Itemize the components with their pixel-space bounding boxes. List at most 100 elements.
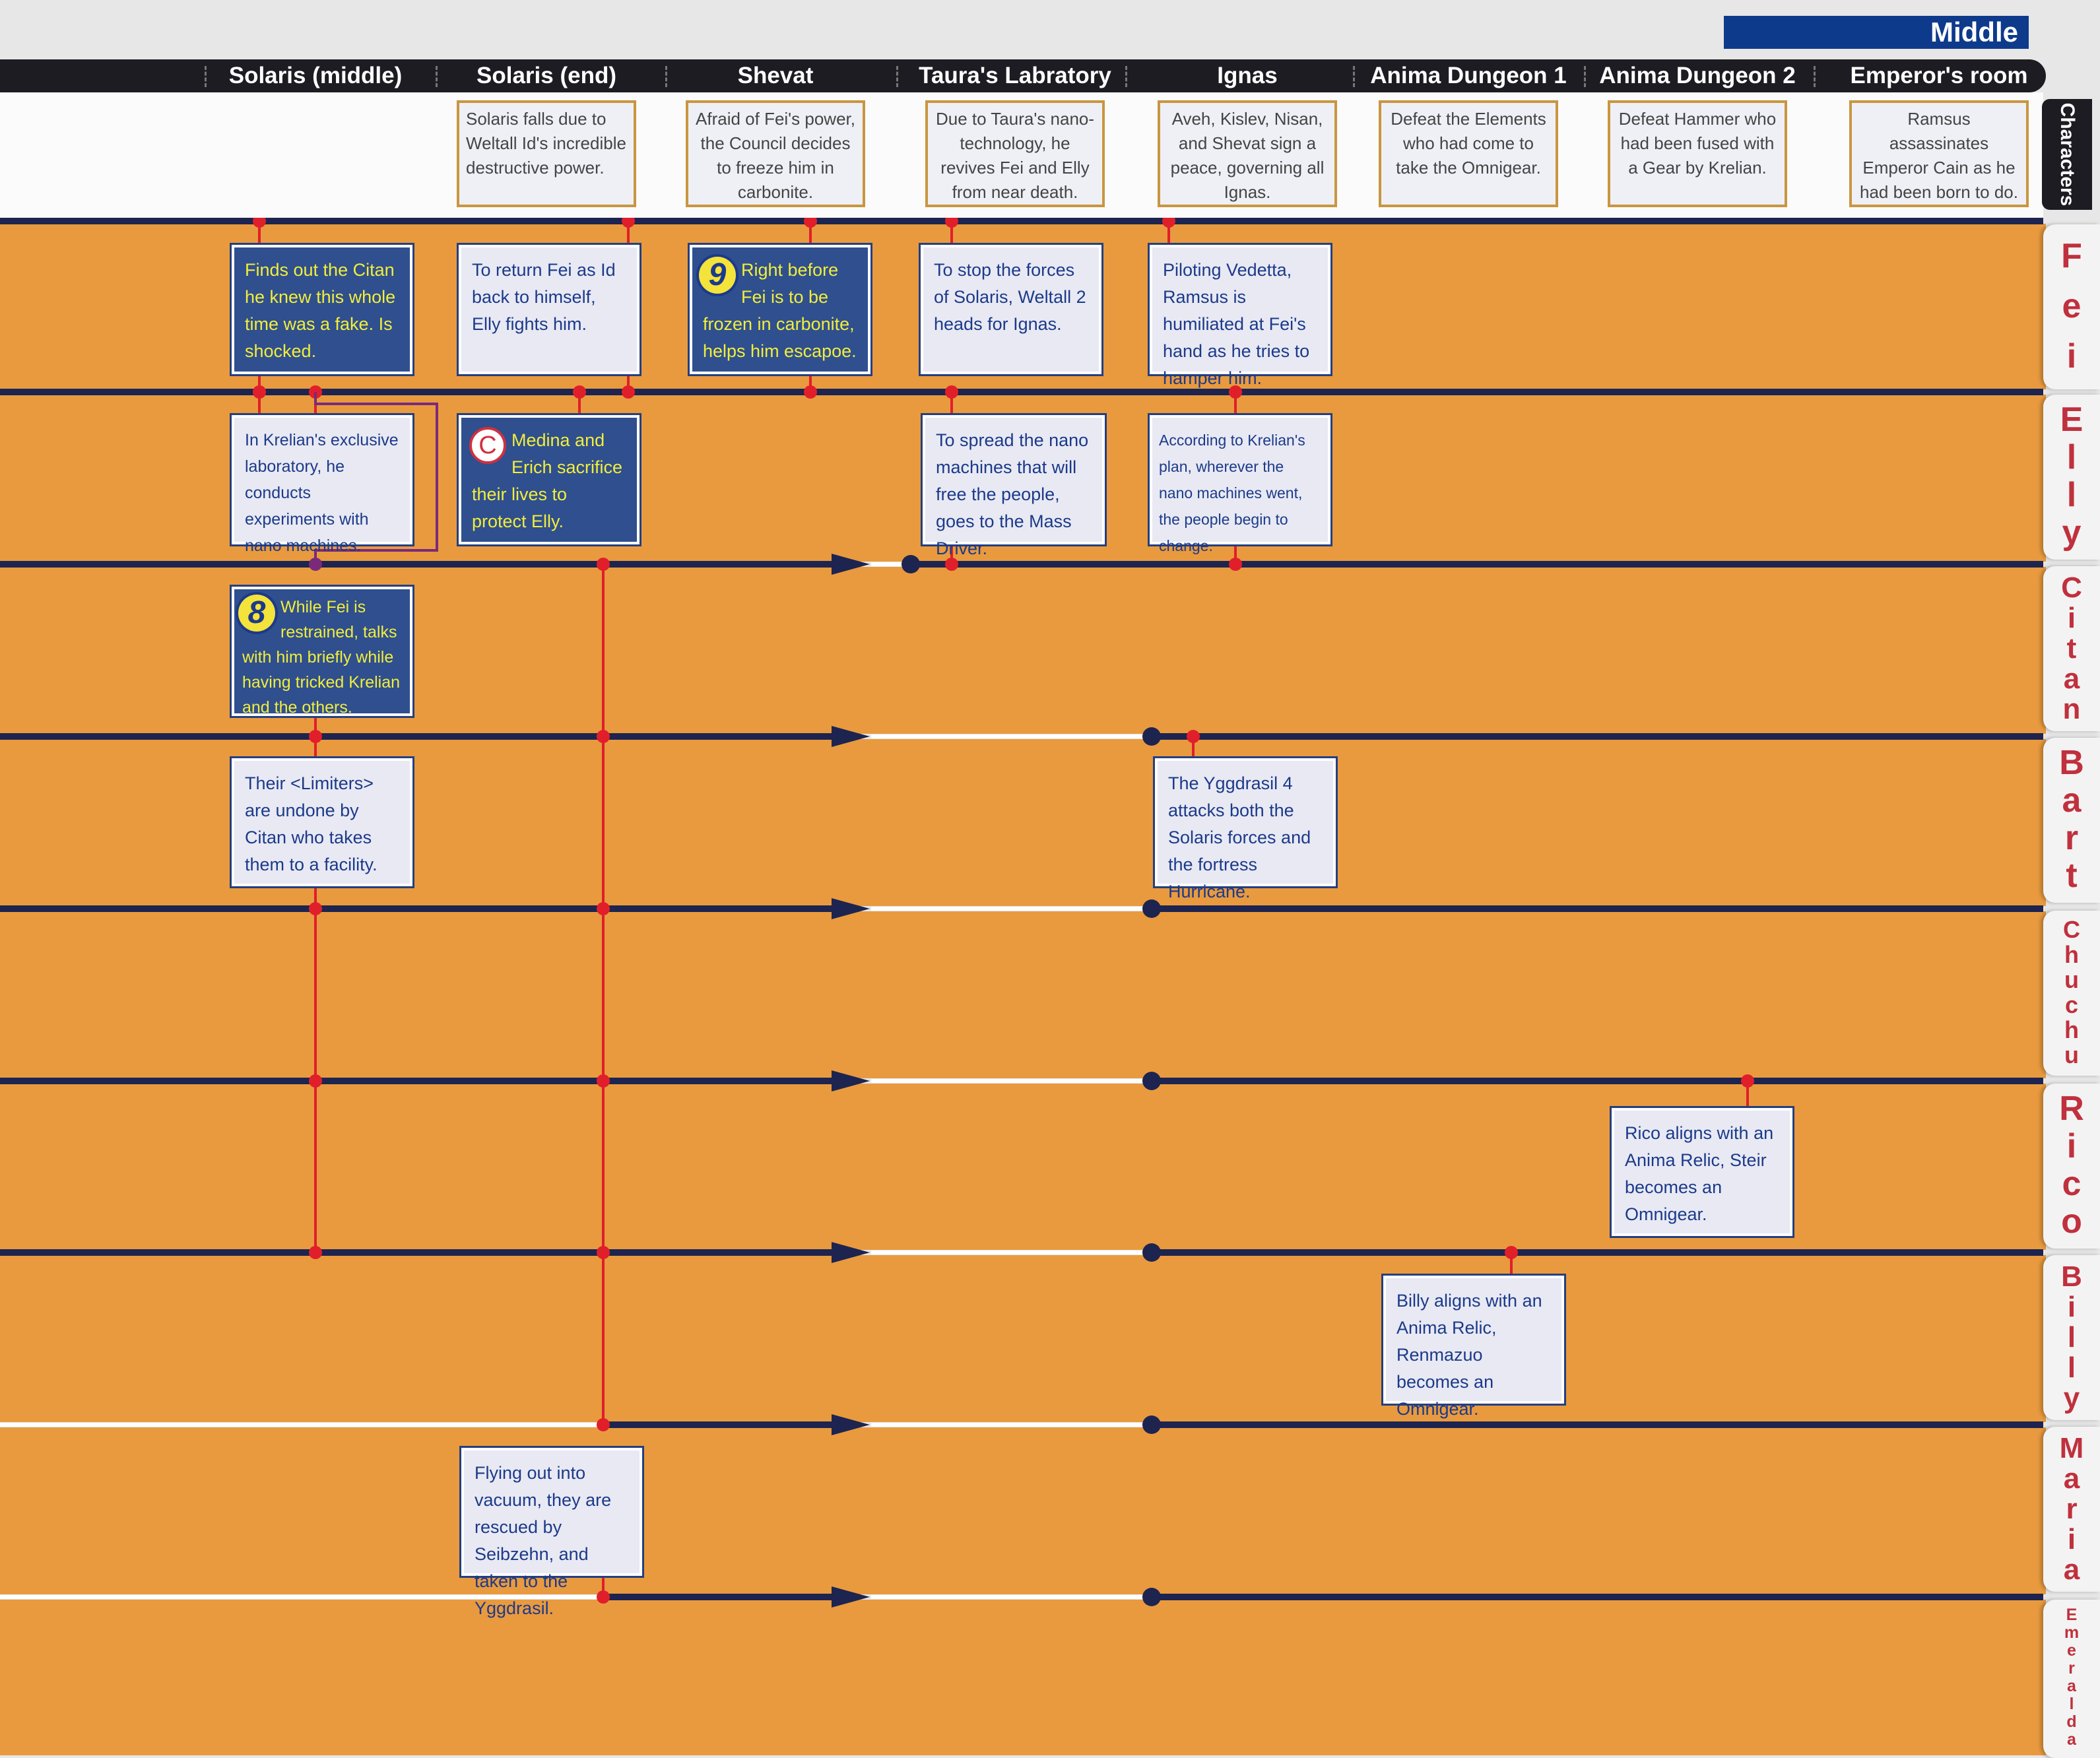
connector-dot: [597, 1074, 610, 1088]
characters-tab: Characters: [2042, 99, 2092, 210]
connector-dot: [309, 1074, 322, 1088]
location-summary: Aveh, Kislev, Nisan, and Shevat sign a p…: [1158, 100, 1337, 207]
location-label: Emperor's room: [1850, 63, 2028, 88]
connector-dot: [309, 558, 322, 571]
location-label: Solaris (end): [476, 63, 616, 88]
event-bart-yggdrasil: The Yggdrasil 4 attacks both the Solaris…: [1155, 758, 1336, 901]
location-separator: [1584, 66, 1586, 87]
connector-dot: [945, 385, 958, 399]
event-maria-vacuum: Flying out into vacuum, they are rescued…: [461, 1448, 642, 1618]
location-label: Shevat: [737, 63, 814, 88]
character-tab-chuchu: ChuchuChuchu: [2043, 911, 2100, 1076]
event-fei-return-id: To return Fei as Id back to himself, Ell…: [459, 245, 640, 374]
location-label: Taura's Labratory: [919, 63, 1111, 88]
connector-dot: [597, 1418, 610, 1431]
timeline-arrow: [832, 554, 870, 575]
location-separator: [1125, 66, 1127, 87]
timeline-start-dot: [902, 555, 920, 573]
event-number-badge: 8: [238, 595, 275, 632]
timeline-start-dot: [1142, 1072, 1161, 1090]
event-billy-anima: Billy aligns with an Anima Relic, Renmaz…: [1383, 1276, 1564, 1419]
character-tab-billy: BillyBilly: [2043, 1255, 2100, 1420]
character-band: [0, 1427, 2046, 1594]
character-tab-citan: CitanCitan: [2043, 566, 2100, 731]
connector-dot: [945, 214, 958, 228]
timeline-arrow: [832, 898, 870, 919]
timeline-arrow: [832, 1242, 870, 1263]
event-bracket: [314, 392, 438, 564]
connector-dot: [597, 1590, 610, 1604]
timeline-start-dot: [1142, 1588, 1161, 1606]
timeline-start-dot: [1142, 1243, 1161, 1262]
connector-dot: [597, 902, 610, 915]
location-summary: Solaris falls due to Weltall Id's incred…: [457, 100, 636, 207]
location-separator: [896, 66, 898, 87]
connector-dot: [597, 730, 610, 743]
character-tab-emeralda: EmeraldaEmeralda: [2043, 1600, 2100, 1758]
character-tab-fei: FeiFei: [2043, 224, 2100, 389]
event-fei-citan-fake: Finds out the Citan he knew this whole t…: [232, 245, 412, 374]
event-fei-vedetta: Piloting Vedetta, Ramsus is humiliated a…: [1150, 245, 1330, 388]
character-band: [0, 911, 2046, 1078]
location-label: Anima Dungeon 1: [1370, 63, 1567, 88]
connector-dot: [1741, 1074, 1754, 1088]
connector-dot: [309, 902, 322, 915]
character-tab-rico: RicoRico: [2043, 1084, 2100, 1249]
character-tab-bart: BartBart: [2043, 738, 2100, 903]
event-rico-anima: Rico aligns with an Anima Relic, Steir b…: [1612, 1108, 1792, 1236]
connector-dot: [1229, 558, 1242, 571]
character-tab-elly: EllyElly: [2043, 395, 2100, 560]
event-elly-krelian-lab: In Krelian's exclusive laboratory, he co…: [232, 415, 412, 555]
timeline-start-dot: [1142, 1416, 1161, 1434]
connector-dot: [309, 1246, 322, 1259]
character-band: [0, 1255, 2046, 1422]
event-elly-krelian-plan: According to Krelian's plan, wherever th…: [1150, 415, 1330, 554]
timeline-arrow: [832, 726, 870, 747]
location-summary: Ramsus assassinates Emperor Cain as he h…: [1849, 100, 2029, 207]
location-separator: [1353, 66, 1355, 87]
timeline-start-dot: [1142, 727, 1161, 746]
location-label: Ignas: [1217, 63, 1278, 88]
event-c-badge: C: [469, 427, 506, 464]
location-header-bar: [0, 59, 2046, 92]
location-label: Anima Dungeon 2: [1599, 63, 1796, 88]
location-label: Solaris (middle): [228, 63, 403, 88]
character-band: [0, 1600, 2046, 1755]
location-summary: Defeat the Elements who had come to take…: [1379, 100, 1558, 207]
connector-dot: [622, 214, 635, 228]
timeline-arrow: [832, 1414, 870, 1435]
location-separator: [436, 66, 438, 87]
connector-dot: [804, 214, 817, 228]
connector-dot: [253, 385, 266, 399]
connector-dot: [573, 385, 586, 399]
connector-dot: [597, 558, 610, 571]
event-bart-limiters: Their <Limiters> are undone by Citan who…: [232, 758, 412, 886]
connector-dot: [597, 1246, 610, 1259]
location-separator: [1814, 66, 1816, 87]
timeline-arrow: [832, 1070, 870, 1091]
phase-badge: Middle: [1724, 16, 2029, 49]
location-summary: Afraid of Fei's power, the Council decid…: [686, 100, 865, 207]
connector-dot: [1229, 385, 1242, 399]
event-number-badge: 9: [699, 257, 736, 294]
location-separator: [205, 66, 207, 87]
event-elly-nano-free: To spread the nano machines that will fr…: [923, 415, 1105, 558]
timeline-start-dot: [1142, 899, 1161, 918]
connector-dot: [804, 385, 817, 399]
location-summary: Defeat Hammer who had been fused with a …: [1608, 100, 1787, 207]
connector-dot: [622, 385, 635, 399]
event-fei-stop-forces: To stop the forces of Solaris, Weltall 2…: [921, 245, 1101, 374]
connector-dot: [309, 730, 322, 743]
location-separator: [665, 66, 667, 87]
connector-dot: [253, 214, 266, 228]
connector-dot: [945, 558, 958, 571]
character-tab-maria: MariaMaria: [2043, 1427, 2100, 1592]
timeline-arrow: [832, 1586, 870, 1608]
location-summary: Due to Taura's nano-technology, he reviv…: [925, 100, 1105, 207]
connector-dot: [1162, 214, 1175, 228]
connector-dot: [1505, 1246, 1518, 1259]
connector-dot: [1187, 730, 1200, 743]
